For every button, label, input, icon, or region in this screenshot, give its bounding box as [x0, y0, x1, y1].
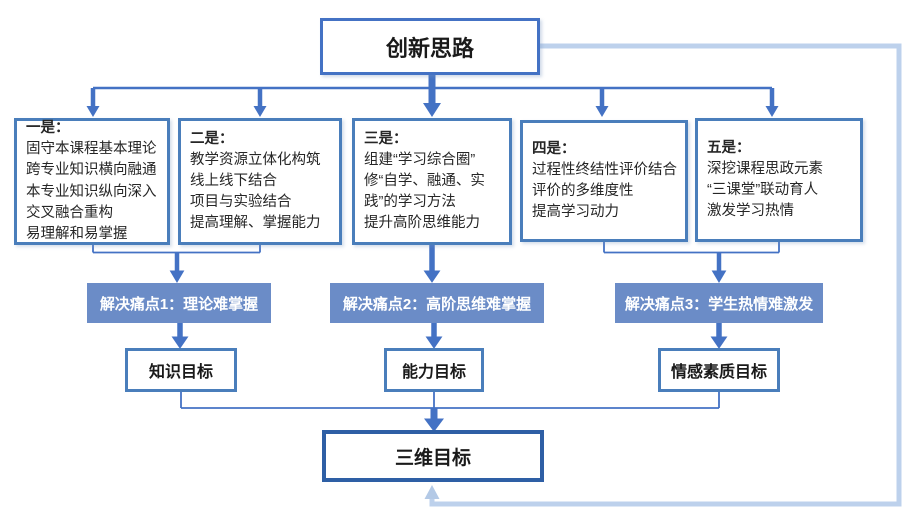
- node-pain-point-1: 解决痛点1：理论难掌握: [87, 283, 271, 323]
- node-pain-point-3: 解决痛点3：学生热情难激发: [615, 283, 823, 323]
- strategy-title: 二是：: [190, 130, 234, 147]
- strategy-line: 践”的学习方法: [364, 194, 456, 210]
- node-label: 三维目标: [394, 447, 471, 469]
- node-goal-knowledge: 知识目标: [125, 348, 237, 392]
- strategy-line: 评价的多维度性: [532, 183, 634, 199]
- top-arrowheads: [86, 103, 779, 117]
- node-label: 创新思路: [385, 35, 474, 61]
- strategy-line: 修“自学、融通、实: [364, 172, 485, 189]
- node-innovation-title: 创新思路: [320, 18, 540, 75]
- goal-merge-lines: [180, 392, 720, 432]
- node-goal-ability: 能力目标: [384, 348, 484, 392]
- node-strategy-1: 一是： 固守本课程基本理论 跨专业知识横向融通 本专业知识纵向深入 交叉融合重构…: [14, 118, 170, 245]
- node-label: 情感素质目标: [670, 364, 767, 381]
- bracket-4-5: [603, 242, 780, 283]
- feedback-loop-line: [424, 43, 902, 507]
- node-label: 解决痛点1：理论难掌握: [99, 295, 259, 313]
- node-label: 解决痛点2：高阶思维难掌握: [342, 295, 532, 313]
- strategy-line: 过程性终结性评价结合: [532, 161, 677, 178]
- strategy-line: 组建“学习综合圈”: [364, 151, 476, 168]
- strategy-title: 四是：: [532, 140, 576, 157]
- strategy-line: 提高学习动力: [532, 204, 619, 221]
- strategy-line: 深挖课程思政元素: [707, 160, 823, 177]
- strategy-line: 交叉融合重构: [26, 204, 113, 221]
- node-strategy-5: 五是： 深挖课程思政元素 “三课堂”联动育人 激发学习热情: [695, 118, 863, 242]
- bracket-1-2: [92, 245, 261, 283]
- strategy-line: 易理解和易掌握: [26, 225, 128, 242]
- strategy-line: 线上线下结合: [190, 172, 277, 189]
- node-strategy-2: 二是： 教学资源立体化构筑 线上线下结合 项目与实验结合 提高理解、掌握能力: [178, 118, 342, 245]
- strategy-line: 激发学习热情: [707, 203, 794, 220]
- strategy-line: 教学资源立体化构筑: [190, 151, 321, 168]
- node-strategy-3: 三是： 组建“学习综合圈” 修“自学、融通、实 践”的学习方法 提升高阶思维能力: [352, 118, 512, 245]
- strategy-line: 提高理解、掌握能力: [190, 215, 321, 232]
- node-pain-point-2: 解决痛点2：高阶思维难掌握: [330, 283, 544, 323]
- strategy-line: 固守本课程基本理论: [26, 141, 157, 158]
- pain-to-goal-arrows: [171, 323, 728, 349]
- node-label: 能力目标: [401, 364, 466, 381]
- node-label: 知识目标: [148, 364, 213, 381]
- strategy-title: 五是：: [707, 139, 751, 156]
- strategy-line: “三课堂”联动育人: [707, 182, 819, 198]
- node-label: 解决痛点3：学生热情难激发: [624, 295, 814, 313]
- strategy-title: 三是：: [364, 130, 408, 147]
- top-distribution-line: [90, 75, 775, 106]
- strategy-line: 本专业知识纵向深入: [26, 183, 157, 200]
- strategy-title: 一是：: [26, 120, 70, 137]
- strategy-line: 项目与实验结合: [190, 194, 292, 210]
- strategy-line: 跨专业知识横向融通: [26, 162, 157, 179]
- node-goal-emotion: 情感素质目标: [658, 348, 780, 392]
- node-strategy-4: 四是： 过程性终结性评价结合 评价的多维度性 提高学习动力: [520, 120, 688, 242]
- arrow-3: [423, 245, 441, 283]
- node-three-dimensional-goal: 三维目标: [322, 430, 544, 482]
- strategy-line: 提升高阶思维能力: [364, 215, 480, 232]
